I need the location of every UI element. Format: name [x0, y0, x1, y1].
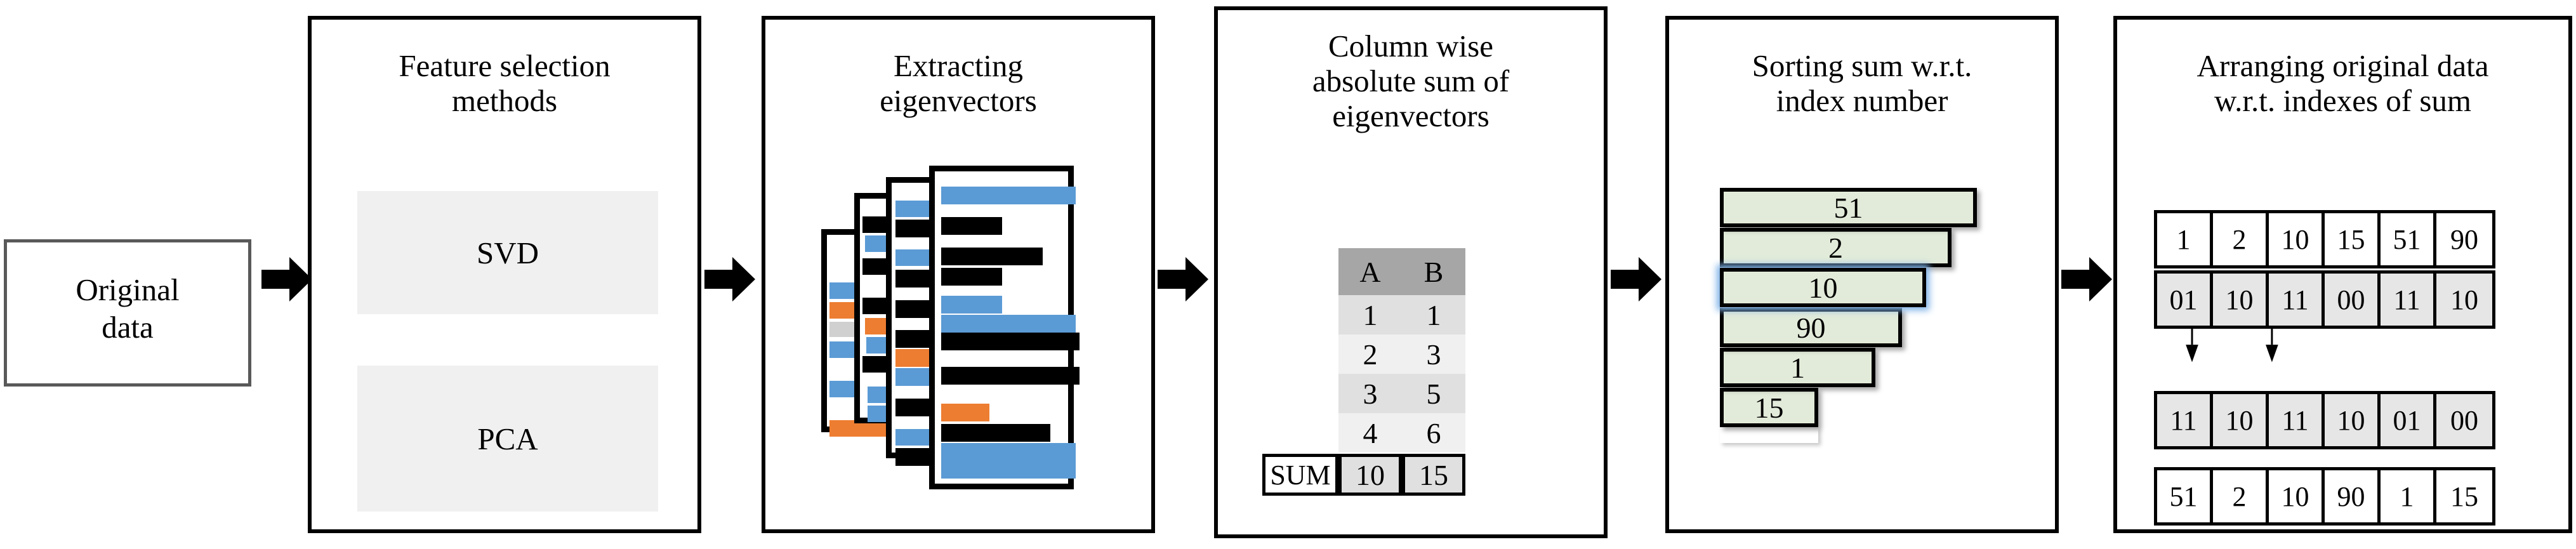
right-block-arrow-3 [1158, 256, 1208, 303]
arrange-cell[interactable]: 10 [2213, 394, 2269, 446]
arrange-cell[interactable]: 51 [2381, 213, 2436, 265]
arrange-cell[interactable]: 11 [2269, 274, 2325, 326]
sum-row: SUM1015 [1338, 454, 1465, 496]
table-header-cell: B [1402, 248, 1465, 295]
column-sum-table: AB11233546SUM1015 [1338, 248, 1465, 496]
eigenvector-bar [941, 443, 1076, 461]
arrange-cell[interactable]: 51 [2157, 470, 2213, 522]
arrange-cell[interactable]: 01 [2157, 274, 2213, 326]
arrange-cell[interactable]: 10 [2213, 274, 2269, 326]
table-header-row: AB [1338, 248, 1465, 295]
feature-selection-box: Feature selectionmethods SVD PCA [308, 16, 701, 533]
sorted-sum-bar[interactable]: 10 [1720, 268, 1926, 307]
feature-selection-title: Feature selectionmethods [312, 49, 697, 119]
eigenvector-bar [941, 367, 1080, 385]
table-cell: 1 [1338, 295, 1402, 334]
extracting-eigenvectors-title: Extractingeigenvectors [765, 49, 1151, 119]
table-cell: 3 [1402, 334, 1465, 374]
original-data-label: Originaldata [7, 272, 248, 347]
table-cell: 6 [1402, 413, 1465, 453]
right-block-arrow-4 [1611, 256, 1661, 303]
sorted-bar-shadow [1720, 428, 1818, 443]
eigenvector-bar [941, 296, 1002, 314]
right-block-arrow-5 [2061, 256, 2112, 303]
sorted-sum-bar[interactable]: 15 [1720, 388, 1818, 427]
table-cell: 4 [1338, 413, 1402, 453]
eigenvector-bar [941, 248, 1043, 265]
method-pca[interactable]: PCA [357, 366, 658, 512]
method-svd[interactable]: SVD [357, 191, 658, 314]
eigenvector-bar [941, 333, 1080, 350]
right-block-arrow-2 [704, 256, 755, 303]
table-cell: 1 [1402, 295, 1465, 334]
arrange-cell[interactable]: 00 [2436, 394, 2492, 446]
arrange-cell[interactable]: 1 [2381, 470, 2436, 522]
column-sum-box: Column wiseabsolute sum ofeigenvectors A… [1214, 6, 1608, 538]
eigenvector-bar [941, 424, 1050, 442]
sorting-sum-title: Sorting sum w.r.t.index number [1669, 49, 2055, 119]
eigenvector-bar [941, 461, 1076, 479]
reordered-values-row: 5121090115 [2154, 467, 2495, 526]
arrange-cell[interactable]: 90 [2325, 470, 2381, 522]
eigenvector-bar [941, 315, 1076, 333]
eigenvector-bar [941, 404, 989, 421]
arrange-cell[interactable]: 00 [2325, 274, 2381, 326]
table-row: 46 [1338, 413, 1465, 453]
eigenvector-card [929, 166, 1074, 489]
sum-label: SUM [1262, 454, 1338, 496]
arrange-cell[interactable]: 10 [2436, 274, 2492, 326]
arrange-cell[interactable]: 01 [2381, 394, 2436, 446]
index-codes-row: 011011001110 [2154, 270, 2495, 329]
table-header-cell: A [1338, 248, 1402, 295]
arrange-cell[interactable]: 2 [2213, 470, 2269, 522]
table-row: 11 [1338, 295, 1465, 334]
table-cell: 3 [1338, 374, 1402, 413]
sorted-sum-bar[interactable]: 90 [1720, 308, 1902, 347]
right-block-arrow-1 [261, 256, 312, 303]
arranging-data-box: Arranging original dataw.r.t. indexes of… [2113, 16, 2572, 533]
sorted-sum-bar[interactable]: 1 [1720, 348, 1875, 387]
arrange-cell[interactable]: 10 [2269, 213, 2325, 265]
table-row: 35 [1338, 374, 1465, 413]
table-cell: 5 [1402, 374, 1465, 413]
arrange-cell[interactable]: 11 [2157, 394, 2213, 446]
sorted-values-row: 1210155190 [2154, 210, 2495, 268]
column-sum-title: Column wiseabsolute sum ofeigenvectors [1218, 29, 1604, 134]
sorted-sum-bar[interactable]: 51 [1720, 188, 1977, 227]
arranging-data-title: Arranging original dataw.r.t. indexes of… [2117, 49, 2568, 119]
table-row: 23 [1338, 334, 1465, 374]
arrange-cell[interactable]: 1 [2157, 213, 2213, 265]
eigenvector-bar [941, 268, 1002, 286]
arrange-cell[interactable]: 90 [2436, 213, 2492, 265]
arrange-cell[interactable]: 11 [2381, 274, 2436, 326]
reordered-index-row: 111011100100 [2154, 391, 2495, 449]
eigenvector-bar [941, 217, 1002, 235]
sorted-sum-bar[interactable]: 2 [1720, 228, 1952, 267]
arrange-cell[interactable]: 11 [2269, 394, 2325, 446]
original-data-box: Originaldata [4, 239, 251, 387]
arrange-cell[interactable]: 10 [2269, 470, 2325, 522]
arrange-cell[interactable]: 15 [2436, 470, 2492, 522]
extracting-eigenvectors-box: Extractingeigenvectors [762, 16, 1155, 533]
table-cell: 2 [1338, 334, 1402, 374]
sorting-sum-box: Sorting sum w.r.t.index number 512109011… [1665, 16, 2059, 533]
arrange-cell[interactable]: 10 [2325, 394, 2381, 446]
arrange-cell[interactable]: 2 [2213, 213, 2269, 265]
eigenvector-bar [941, 187, 1076, 204]
sum-value-cell: 15 [1402, 454, 1465, 496]
sum-value-cell: 10 [1338, 454, 1402, 496]
arrange-cell[interactable]: 15 [2325, 213, 2381, 265]
